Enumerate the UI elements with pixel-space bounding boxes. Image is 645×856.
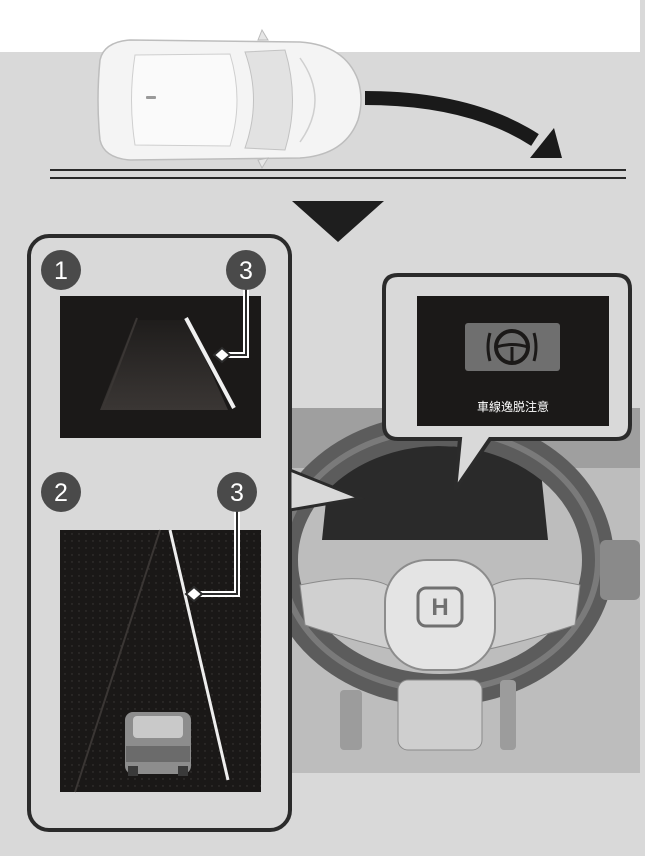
callout-diamond	[212, 346, 232, 364]
steering-wheel-warning-icon	[465, 323, 560, 371]
badge-1: 1	[41, 250, 81, 290]
svg-text:H: H	[431, 594, 448, 621]
svg-text:1: 1	[54, 257, 68, 285]
down-triangle-icon	[292, 201, 384, 242]
badge-3-top: 3	[226, 250, 266, 290]
svg-text:3: 3	[239, 257, 253, 285]
callout-diamond	[184, 585, 204, 603]
warning-bubble: 車線逸脱注意	[382, 273, 632, 492]
badge-2: 2	[41, 472, 81, 512]
screen-lane-view	[60, 296, 261, 438]
panel-connector	[288, 467, 366, 512]
screen-road-view	[60, 529, 261, 793]
svg-text:2: 2	[54, 479, 68, 507]
drift-arrow	[364, 91, 562, 158]
lane-departure-warning-text: 車線逸脱注意	[477, 399, 549, 414]
car-rear-view	[125, 712, 191, 776]
badge-3-bottom: 3	[217, 472, 257, 512]
top-strip	[0, 0, 645, 52]
svg-text:3: 3	[230, 479, 244, 507]
car-top-view	[97, 28, 362, 170]
